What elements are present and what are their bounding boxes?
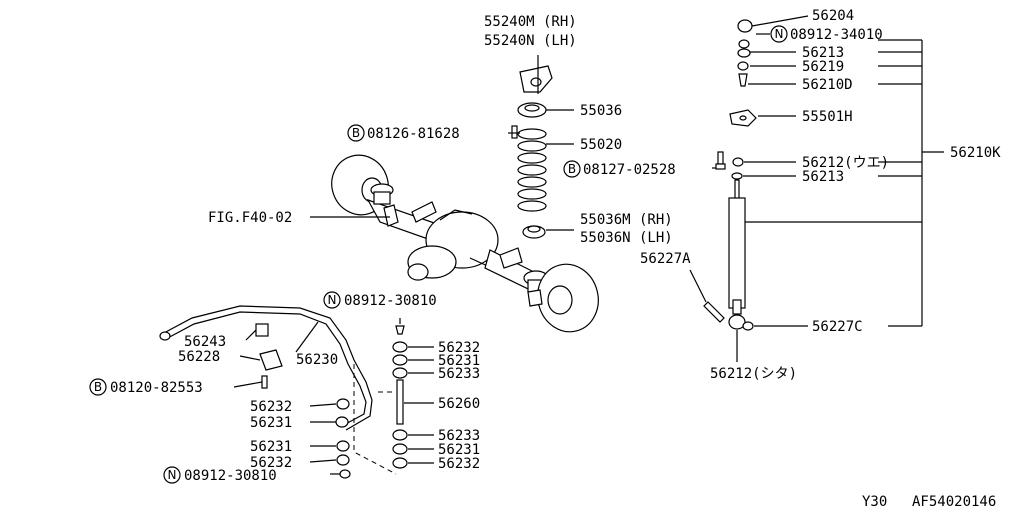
label-56204: 56204 [812, 8, 854, 24]
badge-n-08912a: N [770, 25, 788, 43]
label-fig-f40-02: FIG.F40-02 [208, 210, 292, 226]
label-56232-r1: 56232 [438, 340, 480, 356]
svg-text:B: B [568, 162, 576, 176]
label-56260: 56260 [438, 396, 480, 412]
label-56231-r1: 56231 [438, 353, 480, 369]
coil-spring [517, 128, 547, 212]
label-55240m: 55240M (RH) [484, 14, 577, 30]
label-55036: 55036 [580, 103, 622, 119]
label-08120: 08120-82553 [110, 380, 203, 396]
badge-n-08912c: N [163, 466, 181, 484]
label-56227a: 56227A [640, 251, 691, 267]
leader-lines [233, 15, 944, 475]
svg-text:N: N [775, 27, 784, 41]
label-56219: 56219 [802, 59, 844, 75]
label-08912-34010: 08912-34010 [790, 27, 883, 43]
label-56227c: 56227C [812, 319, 863, 335]
label-55036m: 55036M (RH) [580, 212, 673, 228]
label-56228: 56228 [178, 349, 220, 365]
label-56212-ue: 56212(ウエ) [802, 155, 889, 171]
badge-n-08912b: N [323, 291, 341, 309]
part-labels: 55240M (RH) 55240N (LH) 55036 08126-8162… [110, 8, 1001, 510]
label-56232-l2: 56232 [250, 455, 292, 471]
svg-text:B: B [352, 126, 360, 140]
label-55020: 55020 [580, 137, 622, 153]
label-55501h: 55501H [802, 109, 853, 125]
label-56210k: 56210K [950, 145, 1001, 161]
label-56231-r2: 56231 [438, 442, 480, 458]
badge-b-08120: B [89, 378, 107, 396]
label-56231-l1: 56231 [250, 415, 292, 431]
rear-axle-assembly [331, 154, 599, 333]
label-56233-r1: 56233 [438, 366, 480, 382]
label-56213-upper: 56213 [802, 45, 844, 61]
svg-text:N: N [168, 468, 177, 482]
model-code: Y30 [862, 494, 887, 510]
label-55036n: 55036N (LH) [580, 230, 673, 246]
label-56243: 56243 [184, 334, 226, 350]
label-56213-lower: 56213 [802, 169, 844, 185]
label-08912-30810-bottom: 08912-30810 [184, 468, 277, 484]
label-56232-l1: 56232 [250, 399, 292, 415]
label-56231-l2: 56231 [250, 439, 292, 455]
stabilizer-assembly [159, 305, 408, 479]
svg-text:N: N [328, 293, 337, 307]
label-55240n: 55240N (LH) [484, 33, 577, 49]
label-08912-30810-top: 08912-30810 [344, 293, 437, 309]
badge-b-08127: B [563, 160, 581, 178]
label-08126: 08126-81628 [367, 126, 460, 142]
label-56230: 56230 [296, 352, 338, 368]
shock-absorber-assembly [703, 19, 757, 331]
label-56210d: 56210D [802, 77, 853, 93]
badge-b-08126: B [347, 124, 365, 142]
svg-text:B: B [94, 380, 102, 394]
label-08127: 08127-02528 [583, 162, 676, 178]
label-56233-r2: 56233 [438, 428, 480, 444]
label-56212-shita: 56212(シタ) [710, 366, 797, 382]
coil-spring-assembly [511, 65, 553, 239]
diagram-code: AF54020146 [912, 494, 996, 510]
label-56232-r2: 56232 [438, 456, 480, 472]
